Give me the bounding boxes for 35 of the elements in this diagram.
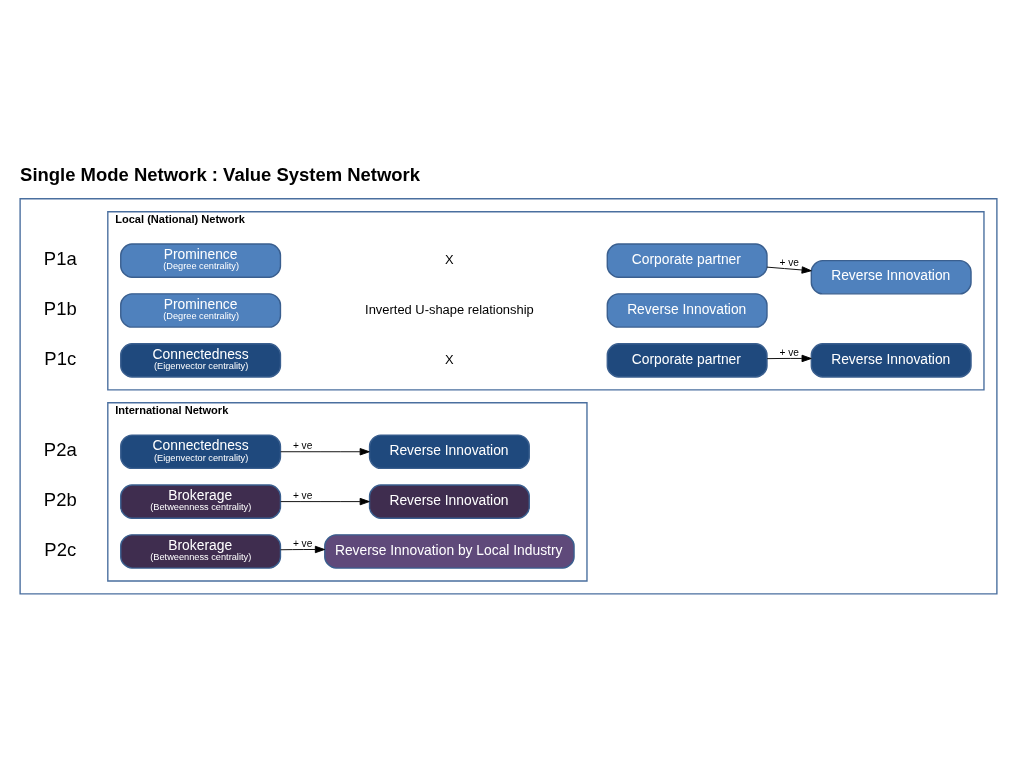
cluster [19, 198, 998, 595]
arrow [280, 545, 326, 554]
node-box: Reverse Innovation [810, 343, 972, 378]
label: P1b [43, 298, 77, 320]
label: P2c [44, 539, 77, 561]
arrow [280, 448, 370, 456]
label: X [445, 351, 454, 367]
diagram-title: Single Mode Network : Value System Network [20, 164, 421, 186]
node-box: Prominence (Degree centrality) [120, 243, 282, 278]
edge-label: + ve [292, 489, 313, 501]
edge-label: + ve [292, 537, 313, 549]
label: X [445, 252, 454, 268]
node-box: Reverse Innovation by Local Industry [324, 534, 575, 569]
node-box: Reverse Innovation [368, 484, 530, 519]
arrow [766, 266, 812, 274]
node-box: Reverse Innovation [606, 293, 768, 328]
label: P2b [43, 489, 77, 511]
node-box: Corporate partner [606, 243, 768, 278]
node-box: Corporate partner [606, 343, 768, 378]
label: P2a [43, 439, 77, 461]
node-box: Brokerage (Betweenness centrality) [120, 484, 282, 519]
label: P1a [43, 248, 77, 270]
edge-label: + ve [779, 256, 799, 268]
label: Inverted U-shape relationship [365, 301, 534, 317]
node-box: Reverse Innovation [368, 434, 530, 470]
node-box: Brokerage (Betweenness centrality) [120, 534, 282, 569]
label: P1c [44, 347, 77, 369]
node-box: Connectedness (Eigenvector centrality) [120, 343, 282, 378]
edge-label: + ve [779, 346, 799, 358]
edge-label: + ve [292, 439, 313, 451]
arrow [280, 497, 370, 506]
node-box: Connectedness (Eigenvector centrality) [120, 434, 282, 470]
node-box: Prominence (Degree centrality) [120, 293, 282, 328]
arrow [766, 354, 812, 363]
node-box: Reverse Innovation [810, 259, 972, 295]
